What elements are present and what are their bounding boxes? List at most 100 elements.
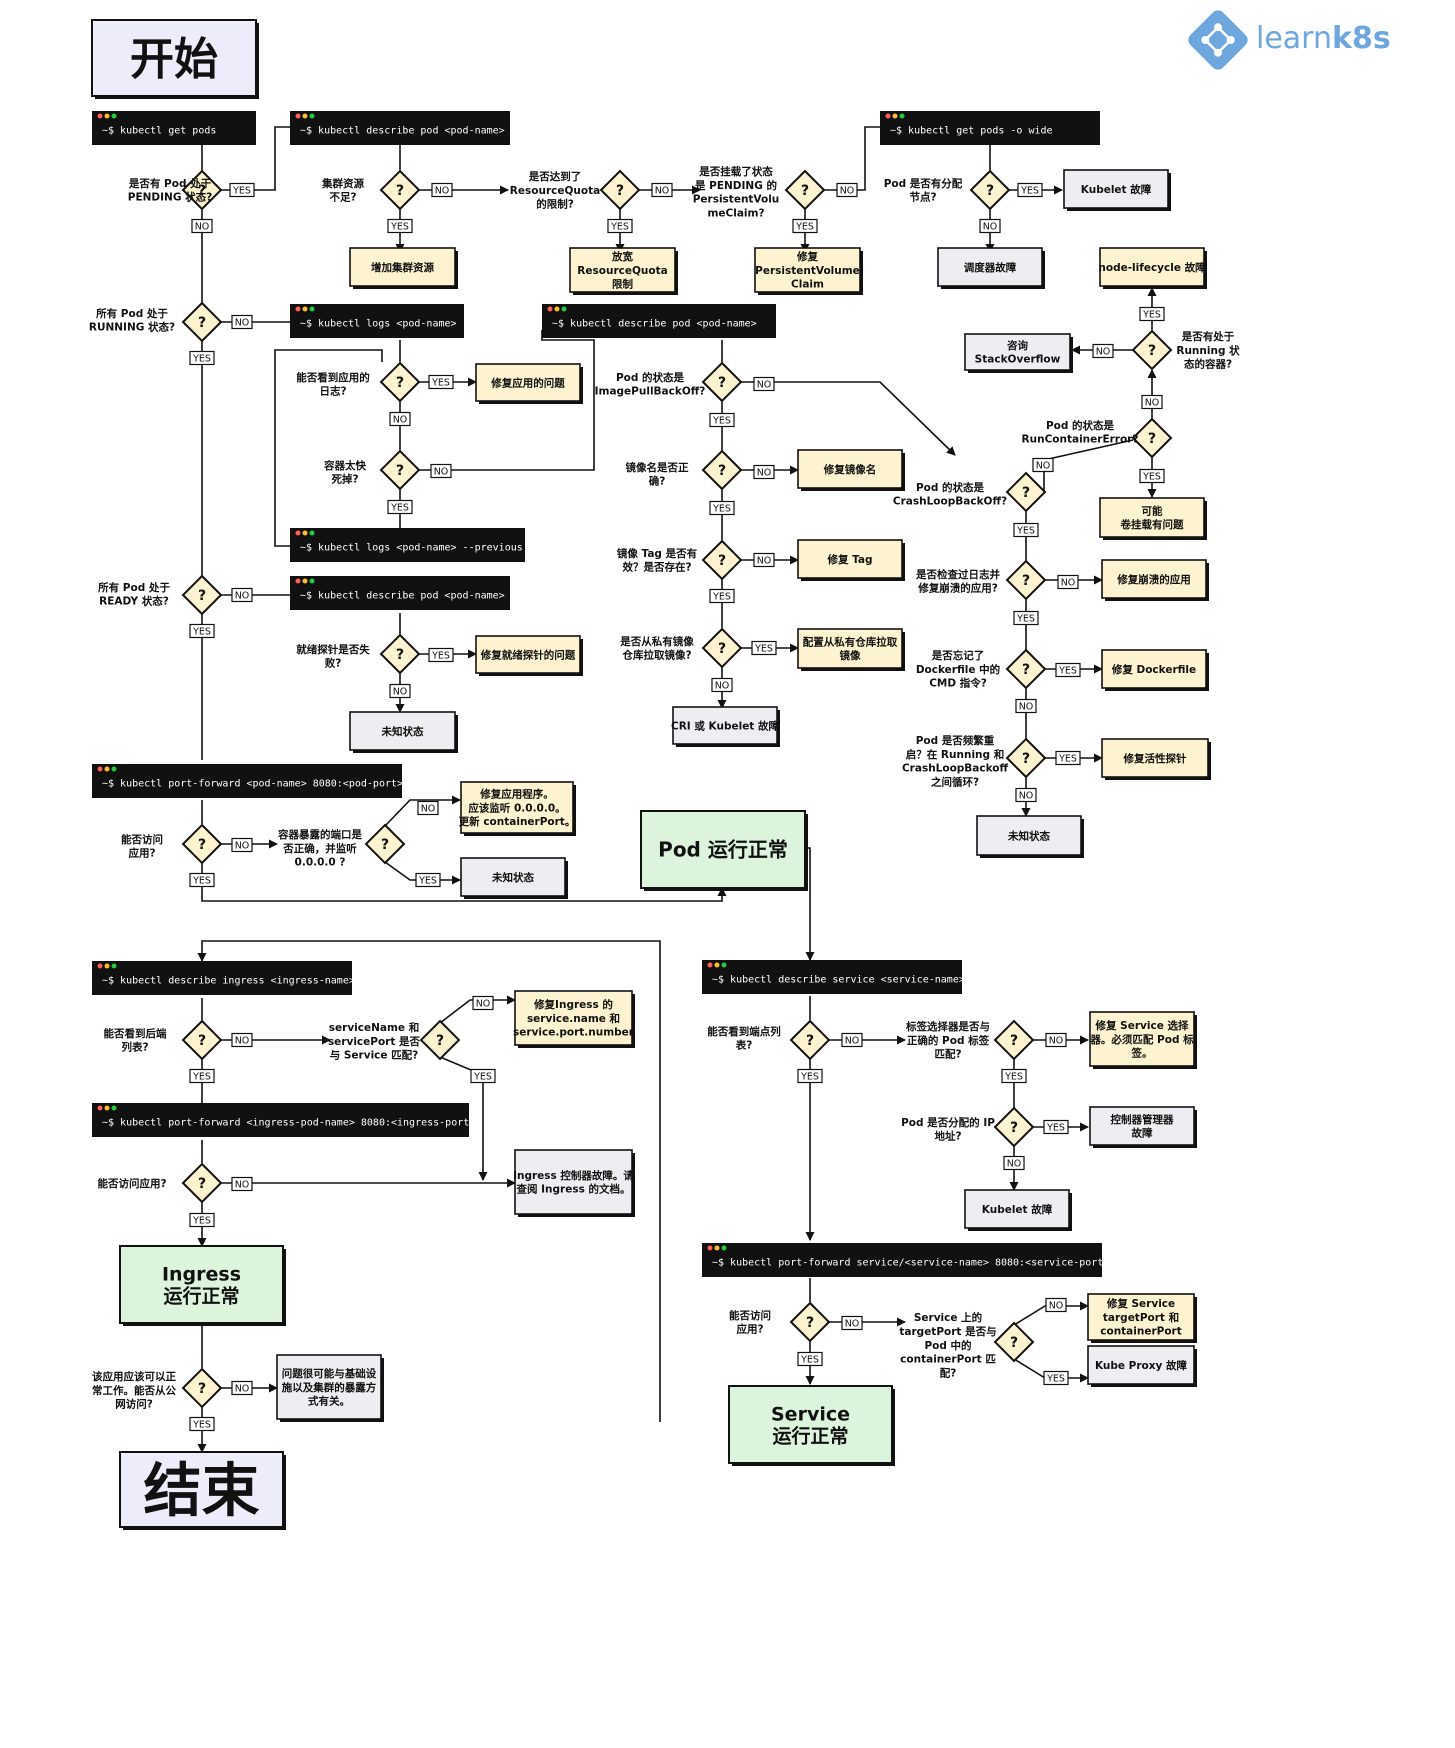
state-text: 结束 [143,1456,259,1524]
answer-text: YES [1142,471,1161,482]
result-box [460,781,574,834]
window-dot-icon [714,1245,720,1251]
result-mount-issue: 可能卷挂载有问题 [1099,497,1207,540]
window-dot-icon [707,962,713,968]
question-text: 镜像名是否正确? [626,461,689,488]
decision-diamond [181,1367,223,1409]
question-text: 集群资源不足? [321,177,364,204]
answer-tag-no: NO [1015,787,1037,803]
terminal-bar [92,1103,469,1137]
answer-text: YES [712,503,731,514]
answer-tag-no: NO [711,677,733,693]
window-dot-icon [547,306,553,312]
logo-text-suffix: k8s [1332,21,1391,56]
answer-text: NO [1049,1035,1064,1046]
result-box [349,247,456,287]
question-mark-icon: ? [806,1033,814,1049]
result-private-registry-cfg: 配置从私有仓库拉取镜像 [797,628,905,671]
command-text: ~$ kubectl port-forward <pod-name> 8080:… [102,779,403,790]
answer-text: YES [192,626,211,637]
answer-text: YES [800,1071,819,1082]
answer-tag-yes: YES [415,872,441,888]
answer-tag-yes: YES [189,1416,215,1432]
decision-diamond [1005,737,1047,779]
answer-tag-yes: YES [1139,468,1165,484]
answer-text: NO [235,590,250,601]
result-box [475,363,581,402]
result-box [1101,559,1207,599]
question-mark-icon: ? [1022,662,1030,678]
question-text: 能否看到应用的日志? [296,371,370,398]
answer-text: YES [1046,1373,1065,1384]
answer-text: YES [431,377,450,388]
result-text: 修复 Dockerfile [1111,663,1196,676]
answer-tag-yes: YES [751,640,777,656]
answer-text: YES [431,650,450,661]
decision-diamond [1131,417,1173,459]
start-box: 开始 [91,19,259,99]
question-mark-icon: ? [616,183,624,199]
answer-text: NO [1019,701,1034,712]
answer-tag-no: NO [1141,394,1163,410]
question-text: 能否访问应用? [97,1177,166,1190]
result-box [460,857,566,897]
answer-tag-yes: YES [1055,662,1081,678]
answer-text: YES [473,1071,492,1082]
connector-line [740,381,956,456]
answer-text: YES [1058,753,1077,764]
answer-tag-no: NO [231,587,253,603]
answer-tag-yes: YES [189,1068,215,1084]
command-logs-previous: ~$ kubectl logs <pod-name> --previous [290,528,525,562]
answer-tag-no: NO [417,800,439,816]
command-text: ~$ kubectl port-forward <ingress-pod-nam… [102,1118,475,1129]
decision-diamond [181,1019,223,1061]
result-box [1101,649,1207,689]
answer-tag-no: NO [389,411,411,427]
answer-tag-yes: YES [607,218,633,234]
result-text: Ingress 控制器故障。请查阅 Ingress 的文档。 [513,1169,634,1196]
command-text: ~$ kubectl logs <pod-name> [300,319,457,330]
result-node-lifecycle: node-lifecycle 故障 [1098,247,1207,289]
window-dot-icon [892,113,898,119]
answer-tag-no: NO [231,837,253,853]
window-dot-icon [309,113,315,119]
result-box [1089,1106,1195,1146]
answer-tag-yes: YES [387,499,413,515]
result-ingress-controller: Ingress 控制器故障。请查阅 Ingress 的文档。 [513,1149,635,1217]
connector-line [823,126,880,191]
answer-text: NO [1036,460,1051,471]
result-text: CRI 或 Kubelet 故障 [671,719,779,732]
decision-diamond [993,1019,1035,1061]
answer-tag-no: NO [651,182,673,198]
result-text: 配置从私有仓库拉取镜像 [803,635,898,662]
result-infra-issue: 问题很可能与基础设施以及集群的暴露方式有关。 [276,1354,384,1422]
window-dot-icon [302,578,308,584]
state-text: Pod 运行正常 [658,838,788,862]
answer-text: YES [192,1419,211,1430]
decision-diamond [1005,559,1047,601]
answer-text: NO [1145,397,1160,408]
answer-text: NO [715,680,730,691]
result-box [964,1189,1070,1229]
result-fix-liveness: 修复活性探针 [1101,738,1211,780]
decision-diamond [701,361,743,403]
command-text: ~$ kubectl describe ingress <ingress-nam… [102,976,355,987]
result-unknown-2: 未知状态 [976,815,1084,858]
answer-tag-no: NO [1057,574,1079,590]
question-mark-icon: ? [1010,1033,1018,1049]
window-dot-icon [295,530,301,536]
answer-tag-no: NO [1045,1297,1067,1313]
decision-died: ?容器太快死掉? [323,449,421,491]
pod-ok-box: Pod 运行正常 [640,810,808,891]
